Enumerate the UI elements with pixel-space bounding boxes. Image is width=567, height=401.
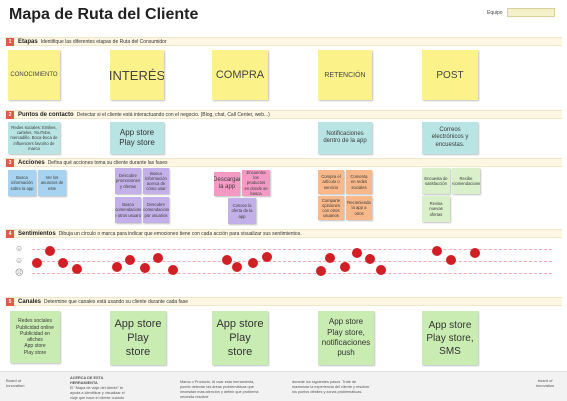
channel-conocimiento-note[interactable]: Redes sociales Publicidad online Publici… [10,311,60,363]
action-note[interactable]: Descargar la app [214,172,240,196]
section-acciones: 3 Acciones Defina qué acciones toma su c… [5,158,562,167]
sentiment-dot[interactable] [32,258,42,268]
sentiment-dot[interactable] [153,253,163,263]
footer-brand-logo: board of innovation [536,378,555,389]
action-note[interactable]: Revisa nuevas ofertas [422,196,450,222]
footer-about-title: ACERCA DE ESTA HERRAMIENTA [70,376,104,385]
footer-text-3: durante los siguientes pasos. Trate de m… [292,380,370,394]
sentiment-dot[interactable] [376,265,386,275]
sentiment-dot[interactable] [316,266,326,276]
section-title: Acciones [18,159,45,166]
section-description: Identifique las diferentes etapas de Rut… [40,38,167,45]
sentiment-dot[interactable] [125,255,135,265]
sentiment-dot[interactable] [72,264,82,274]
section-description: Detectar si el cliente está interactuand… [76,111,270,118]
sentiment-dot[interactable] [432,246,442,256]
sentiment-dot[interactable] [112,262,122,272]
channel-interes-note[interactable]: App store Play store [110,311,166,365]
action-note[interactable]: Comenta en redes sociales [346,170,372,194]
action-note[interactable]: Compra el artículo o servicio [318,170,344,194]
sentiment-line [32,261,552,262]
team-label: Equipo [487,10,503,16]
channel-compra-note[interactable]: App store Play store [212,311,268,365]
stage-interes-note[interactable]: INTERÉS [110,50,164,100]
footer-text-2: Marca o Producto. Al usar esta herramien… [180,380,259,399]
channel-post-note[interactable]: App store Play store, SMS [422,311,478,365]
footer-logo: Board of Innovation [6,378,25,389]
action-note[interactable]: Busca recomendaciones de otros usuarios [115,197,141,223]
action-note[interactable]: Recibe recomendaciones [452,168,480,194]
section-title: Puntos de contacto [18,111,74,118]
section-title: Sentimientos [18,230,56,237]
touchpoint-post-note[interactable]: Correos electrónicos y encuestas. [422,122,478,154]
sentiment-dot[interactable] [168,265,178,275]
section-number: 4 [6,229,14,238]
page-title: Mapa de Ruta del Cliente [9,6,199,23]
touchpoint-conocimiento-note[interactable]: Redes sociales: Emilies, carteles, YouTu… [8,122,60,154]
section-number: 2 [6,110,14,119]
sentiment-dot[interactable] [222,255,232,265]
sentiment-line [32,249,552,250]
section-number: 1 [6,37,14,46]
section-description: Dibuja un círculo o marca para indicar q… [58,230,302,237]
touchpoint-interes-note[interactable]: App store Play store [110,122,164,154]
channel-retencion-note[interactable]: App store Play store, notificaciones pus… [318,311,374,365]
section-canales: 5 Canales Determine que canales está usa… [5,297,562,306]
section-puntos-contacto: 2 Puntos de contacto Detectar si el clie… [5,110,562,119]
sentiment-dot[interactable] [325,253,335,263]
stage-post-note[interactable]: POST [422,50,478,100]
footer-about-text: El "Mapa de viaje del cliente" te ayuda … [70,385,125,401]
section-title: Etapas [18,38,38,45]
section-description: Determine que canales está usando su cli… [44,298,188,305]
section-sentimientos: 4 Sentimientos Dibuja un círculo o marca… [5,229,562,238]
sentiment-line [32,273,552,274]
action-note[interactable]: Ver los anuncios de este [38,170,66,196]
action-note[interactable]: Busca información acerca de cómo usar [143,168,169,194]
section-title: Canales [18,298,42,305]
action-note[interactable]: Encuentra los productos en donde se busc… [242,170,270,196]
sad-face-icon: ☹ [15,268,24,277]
stage-compra-note[interactable]: COMPRA [212,50,268,100]
sentiment-dot[interactable] [470,248,480,258]
section-etapas: 1 Etapas Identifique las diferentes etap… [5,37,562,46]
team-input[interactable] [507,8,555,17]
sentiment-dot[interactable] [232,262,242,272]
stage-retencion-note[interactable]: RETENCIÓN [318,50,372,100]
sentiment-dot[interactable] [140,263,150,273]
section-description: Defina qué acciones toma su cliente dura… [47,159,168,166]
action-note[interactable]: Comparte opiniones con otros usuarios [318,196,344,220]
sentiment-dot[interactable] [340,262,350,272]
action-note[interactable]: Descubre recomendaciones por usuarios [143,197,169,223]
footer [0,371,567,401]
stage-conocimiento-note[interactable]: CONOCIMIENTO [8,50,60,100]
sentiment-dot[interactable] [262,252,272,262]
action-note[interactable]: Encuesta de satisfacción [422,168,450,194]
action-note[interactable]: Descubre promociones y ofertas [115,168,141,194]
sentiment-dot[interactable] [446,255,456,265]
footer-about: ACERCA DE ESTA HERRAMIENTA El "Mapa de v… [70,376,132,401]
sentiment-dot[interactable] [58,258,68,268]
section-number: 5 [6,297,14,306]
neutral-face-icon: ☺ [15,256,24,265]
happy-face-icon: ☺ [15,244,24,253]
section-number: 3 [6,158,14,167]
sentiment-dot[interactable] [45,246,55,256]
touchpoint-retencion-note[interactable]: Notificaciones dentro de la app [318,122,372,154]
action-note[interactable]: Recomienda la app a otros [346,196,372,220]
sentiment-dot[interactable] [365,254,375,264]
action-note[interactable]: Busca información sobre la app [8,170,36,196]
sentiment-dot[interactable] [352,248,362,258]
action-note[interactable]: Conoce la oferta de la app [228,198,256,224]
sentiment-dot[interactable] [248,258,258,268]
